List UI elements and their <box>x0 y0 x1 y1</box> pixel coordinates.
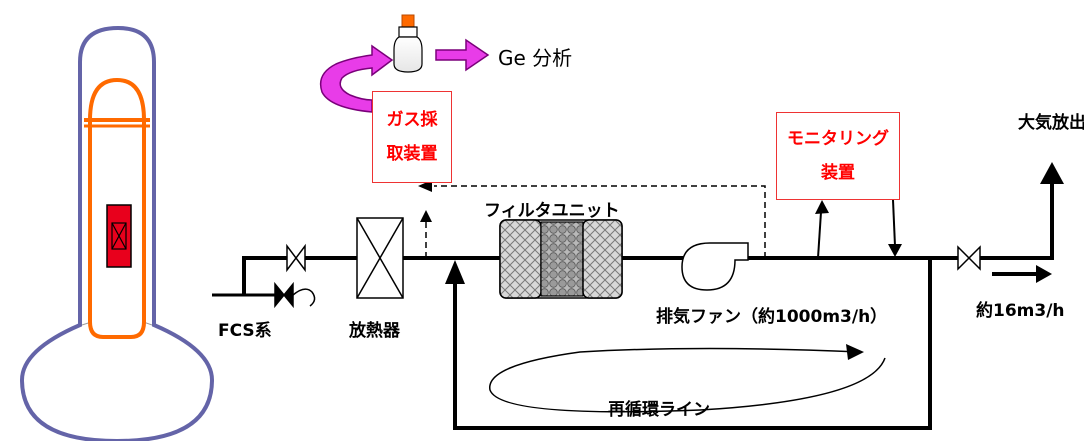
sampling-transfer-arrow <box>319 44 394 113</box>
monitoring-label-1: モニタリング <box>787 129 889 149</box>
monitoring-label-2: 装置 <box>821 163 855 183</box>
recirculation-flow-curve <box>489 347 886 413</box>
gas-sampler-label-2: 取装置 <box>386 144 438 164</box>
exhaust-fan <box>681 242 749 291</box>
inlet-valve <box>286 243 306 273</box>
fcs-system-label: FCS系 <box>218 321 272 341</box>
exhaust-fan-label: 排気ファン（約1000m3/h） <box>656 307 888 327</box>
recirculation-line-label: 再循環ライン <box>608 400 710 420</box>
main-pipe <box>242 256 1052 295</box>
radiator <box>356 217 404 299</box>
recirculation-loop <box>453 258 932 430</box>
release-flow-label: 約16m3/h <box>976 301 1065 321</box>
sampling-up-arrow <box>420 210 432 222</box>
sampling-line <box>425 185 766 258</box>
ge-analysis-label: Ge 分析 <box>498 46 573 70</box>
recirculation-flow-arrowhead <box>846 344 864 360</box>
release-flow-arrow <box>1036 265 1052 283</box>
recirculation-arrowhead <box>445 260 465 284</box>
fcs-valve <box>274 281 294 309</box>
filter-unit <box>499 219 623 299</box>
ge-transfer-arrow <box>435 38 490 72</box>
atmosphere-release-label: 大気放出 <box>1018 113 1084 133</box>
filter-unit-label: フィルタユニット <box>484 201 620 221</box>
monitoring-up-arrow <box>815 200 829 214</box>
release-valve <box>957 245 981 271</box>
radiator-label: 放熱器 <box>349 321 400 341</box>
monitoring-box: モニタリング 装置 <box>776 112 900 200</box>
gas-sampler-box: ガス採 取装置 <box>372 91 452 183</box>
release-up-arrow <box>1040 162 1064 184</box>
sample-bottle <box>393 14 423 73</box>
sampling-left-arrow <box>418 180 432 192</box>
gas-sampler-label-1: ガス採 <box>386 110 438 130</box>
fcs-actuator-line <box>292 288 316 307</box>
monitoring-down-arrow <box>888 244 902 257</box>
